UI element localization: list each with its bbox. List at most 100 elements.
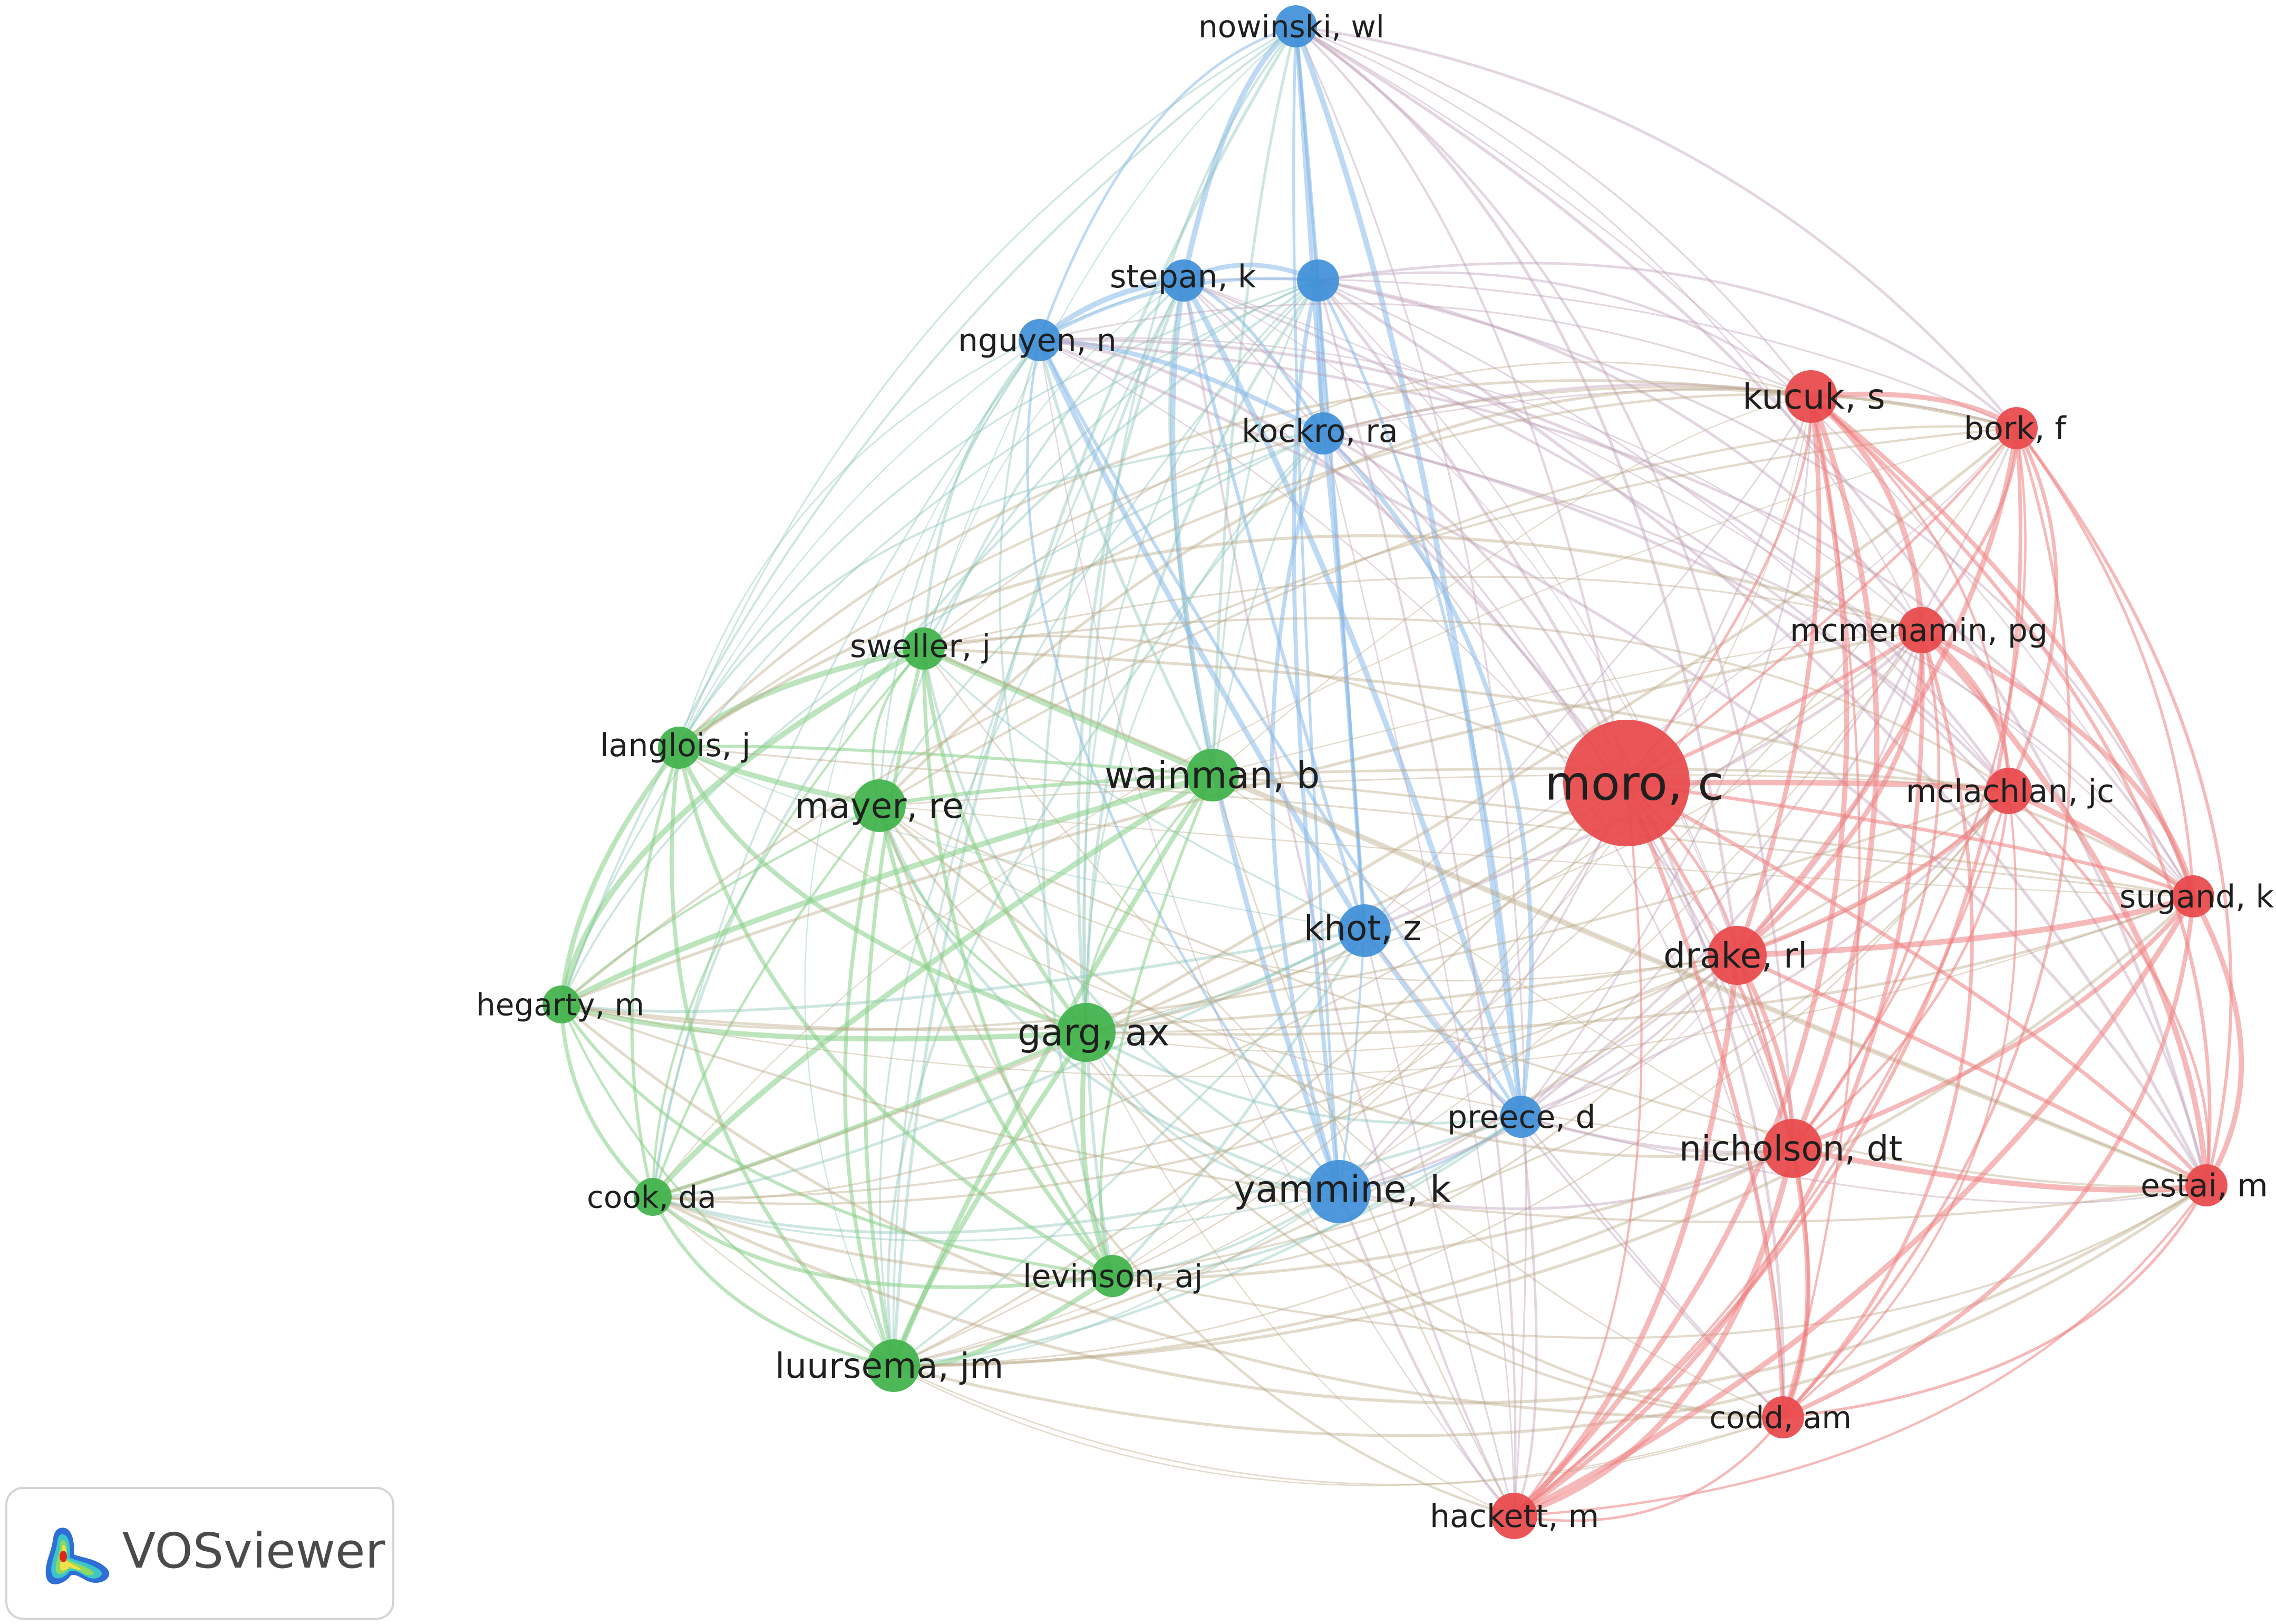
edge-preece-estai [1520, 1116, 2207, 1204]
edge-mcmenamin-sugand [1920, 627, 2196, 897]
edge-khot-garg [1086, 929, 1365, 1034]
node-sweller[interactable] [903, 627, 945, 670]
node-preece[interactable] [1500, 1096, 1542, 1138]
edge-mayer-hegarty [560, 805, 880, 1006]
edge-unlabeled_blue-preece [1316, 279, 1523, 1117]
edge-preece-kucuk [1520, 396, 1812, 1118]
edge-khot-preece [1362, 929, 1523, 1119]
edge-hegarty-mcmenamin [560, 629, 1922, 1006]
node-sugand[interactable] [2172, 875, 2214, 917]
node-hegarty[interactable] [543, 985, 580, 1023]
vosviewer-badge: VOSviewer [5, 1487, 394, 1620]
edge-garg-cook [652, 1030, 1087, 1199]
edge-stepan-hackett [1182, 280, 1515, 1517]
node-drake[interactable] [1708, 926, 1767, 985]
node-kockro[interactable] [1302, 412, 1344, 455]
edge-wainman-cook [651, 772, 1214, 1199]
edge-kockro-preece [1321, 431, 1534, 1117]
edge-nowinski-sweller [923, 26, 1296, 649]
node-label-wainman: wainman, b [1105, 754, 1320, 797]
node-nowinski[interactable] [1275, 5, 1317, 47]
node-label-nowinski: nowinski, wl [1198, 8, 1384, 44]
edge-mayer-kucuk [878, 388, 1812, 807]
node-moro[interactable] [1563, 720, 1690, 846]
node-levinson[interactable] [1091, 1255, 1134, 1297]
node-khot[interactable] [1338, 904, 1391, 957]
node-codd[interactable] [1762, 1396, 1804, 1438]
node-kucuk[interactable] [1785, 370, 1837, 423]
edge-kucuk-hackett [1512, 395, 1849, 1518]
edge-mclachlan-sugand [2007, 788, 2195, 899]
node-label-codd: codd, am [1709, 1399, 1852, 1435]
edge-stepan-levinson [1042, 279, 1185, 1277]
node-mclachlan[interactable] [1986, 768, 2032, 814]
node-mayer[interactable] [853, 779, 906, 832]
edge-levinson-drake [1112, 954, 1738, 1278]
edge-khot-cook [652, 929, 1365, 1198]
edge-garg-sugand [1086, 895, 2194, 1036]
edge-nowinski-garg [1083, 25, 1297, 1033]
node-garg[interactable] [1057, 1003, 1116, 1062]
edge-drake-estai [1736, 953, 2207, 1187]
edge-mayer-garg [878, 805, 1087, 1034]
node-label-kucuk: kucuk, s [1742, 376, 1885, 417]
edge-kockro-khot [1321, 433, 1367, 931]
edge-mayer-mclachlan [879, 774, 2009, 807]
edge-moro-estai [1625, 781, 2208, 1187]
edge-khot-hackett [1363, 930, 1515, 1516]
edge-stepan-khot [1181, 280, 1367, 931]
node-label-sugand: sugand, k [2119, 878, 2274, 915]
edge-mclachlan-drake [1736, 789, 2011, 958]
edge-garg-drake [1086, 954, 1738, 1053]
edge-langlois-wainman [679, 745, 1213, 777]
edge-khot-kucuk [1363, 396, 1812, 932]
node-label-mclachlan: mclachlan, jc [1906, 773, 2114, 810]
edge-kockro-kucuk [1323, 383, 1812, 435]
edge-kucuk-nicholson [1790, 395, 1880, 1149]
edge-mayer-levinson [877, 805, 1114, 1278]
edge-stepan-luursema [892, 280, 1185, 1366]
node-unlabeled_blue[interactable] [1297, 259, 1339, 302]
node-langlois[interactable] [658, 727, 700, 769]
node-yammine[interactable] [1308, 1160, 1371, 1223]
edge-nguyen-kucuk [1039, 303, 1812, 398]
node-mcmenamin[interactable] [1899, 607, 1945, 653]
edge-cook-codd [652, 1196, 1784, 1486]
node-label-hackett: hackett, m [1430, 1498, 1599, 1535]
node-bork[interactable] [1996, 407, 2038, 449]
edge-unlabeled_blue-sweller [923, 279, 1319, 649]
node-estai[interactable] [2185, 1164, 2227, 1206]
edge-kucuk-drake [1735, 396, 1822, 956]
edge-mayer-codd [878, 805, 1784, 1419]
node-nguyen[interactable] [1019, 319, 1061, 361]
edge-nowinski-drake [1295, 25, 1739, 956]
node-label-preece: preece, d [1447, 1099, 1595, 1136]
edge-yammine-sweller [922, 648, 1340, 1193]
node-nicholson[interactable] [1763, 1119, 1822, 1178]
edge-mayer-drake [879, 805, 1738, 982]
edge-hegarty-sugand [561, 895, 2194, 1078]
node-luursema[interactable] [867, 1339, 920, 1392]
node-label-kockro: kockro, ra [1242, 413, 1398, 450]
edge-cook-estai [652, 1184, 2207, 1405]
node-label-cook: cook, da [587, 1179, 716, 1215]
node-stepan[interactable] [1163, 259, 1205, 302]
edge-kockro-hegarty [560, 432, 1324, 1005]
edge-nowinski-yammine [1292, 26, 1341, 1192]
node-wainman[interactable] [1186, 749, 1239, 801]
node-cook[interactable] [634, 1178, 672, 1216]
node-label-sweller: sweller, j [850, 628, 991, 665]
edge-cook-drake [652, 954, 1738, 1199]
edge-moro-sugand [1626, 781, 2194, 898]
edge-moro-codd [1624, 782, 1786, 1418]
edge-nguyen-mayer [878, 339, 1041, 806]
edge-langlois-kucuk [678, 379, 1812, 749]
node-label-bork: bork, f [1964, 410, 2067, 447]
edge-mayer-nicholson [878, 805, 1793, 1158]
edge-khot-codd [1363, 930, 1784, 1418]
edge-cook-nicholson [652, 1147, 1793, 1281]
edge-mayer-bork [878, 425, 2017, 807]
node-hackett[interactable] [1491, 1493, 1537, 1539]
edge-preece-mclachlan [1520, 790, 2010, 1118]
